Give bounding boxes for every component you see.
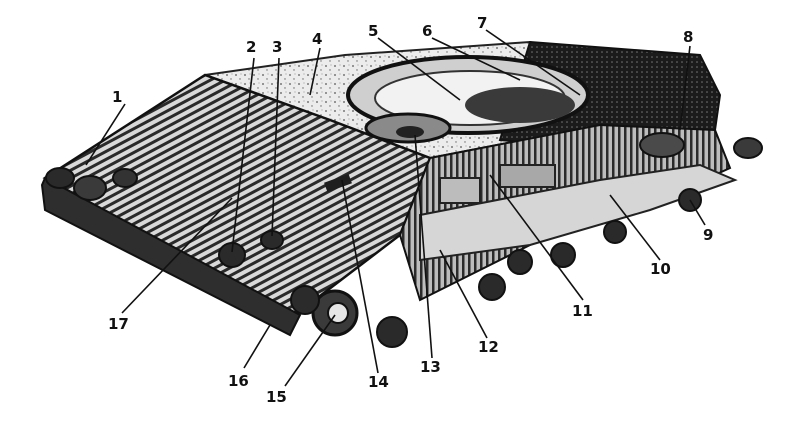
callout-5: 5: [368, 22, 378, 40]
road-wheel-4: [550, 242, 576, 268]
headlight-right: [112, 168, 138, 188]
callout-17: 17: [108, 315, 129, 333]
callout-14: 14: [368, 373, 389, 391]
front-idler: [290, 285, 320, 315]
callout-3: 3: [272, 38, 282, 56]
callout-6: 6: [422, 22, 432, 40]
rear-exhaust: [733, 137, 763, 159]
side-box-1: [439, 177, 481, 204]
headlight-left: [73, 175, 107, 201]
tow-hook: [45, 167, 75, 189]
callout-8: 8: [683, 28, 693, 46]
callout-9: 9: [703, 226, 713, 244]
callout-1: 1: [112, 88, 122, 106]
callout-11: 11: [572, 302, 593, 320]
driver-hatch-periscope: [396, 126, 424, 138]
road-wheel-2: [478, 273, 506, 301]
turret-ring-shadow: [465, 87, 575, 123]
road-wheel-3: [507, 249, 533, 275]
leader-lines: [85, 29, 706, 387]
lower-nose: [40, 176, 302, 337]
road-wheel-5: [603, 220, 627, 244]
rear-cylinder: [639, 132, 685, 158]
callout-12: 12: [478, 338, 499, 356]
callout-15: 15: [266, 388, 287, 406]
glacis-fitting: [324, 173, 352, 193]
callout-10: 10: [650, 260, 671, 278]
callout-4: 4: [312, 30, 322, 48]
callout-2: 2: [246, 38, 256, 56]
road-wheel-1: [376, 316, 408, 348]
side-box-2: [499, 164, 556, 188]
callout-16: 16: [228, 372, 249, 390]
callout-7: 7: [477, 14, 487, 32]
callout-13: 13: [420, 358, 441, 376]
towing-lug-left: [218, 242, 246, 268]
